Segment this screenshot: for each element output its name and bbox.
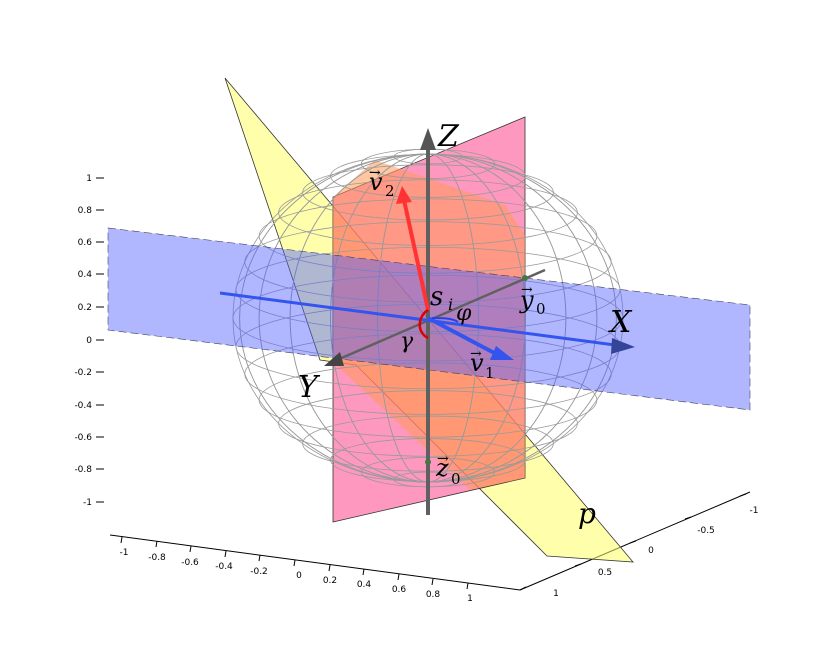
front-tick: 0.6	[392, 573, 407, 595]
front-tick-label: -0.2	[250, 567, 268, 577]
z0-marker	[425, 459, 431, 465]
x-axis	[219, 291, 635, 354]
svg-text:0: 0	[451, 470, 461, 488]
front-tick: 1	[466, 582, 473, 604]
vertical-tick: 0.4	[78, 270, 104, 280]
svg-text:y: y	[519, 286, 534, 314]
side-tick-label: 0	[648, 546, 654, 556]
front-tick-label: 0.6	[392, 585, 407, 595]
y-axis-label: Y	[298, 370, 321, 405]
vector-v2	[396, 186, 430, 311]
vertical-tick-label: 0.4	[78, 270, 93, 280]
front-tick: -0.8	[148, 540, 166, 563]
vertical-tick-label: -0.8	[74, 465, 92, 475]
vertical-axis: 1 0.8 0.6 0.4 0.2 0	[74, 174, 104, 508]
y-axis-line	[329, 268, 546, 365]
front-tick-label: -0.8	[148, 553, 166, 563]
front-tick-label: 0.8	[426, 590, 441, 600]
z-axis-arrowhead	[420, 128, 436, 150]
vertical-tick: 0	[86, 336, 104, 346]
vertical-tick: 0.2	[78, 303, 104, 313]
svg-text:1: 1	[485, 364, 495, 382]
y-axis-arrowhead	[324, 352, 344, 366]
svg-text:→: →	[437, 451, 449, 467]
si-label: s i	[430, 282, 453, 314]
vertical-tick: -0.2	[74, 368, 104, 378]
front-tick: 0.2	[323, 564, 337, 586]
vertical-tick: -1	[83, 498, 104, 508]
vertical-tick-label: 1	[86, 174, 92, 184]
front-tick-label: 1	[467, 594, 473, 604]
z0-label: z 0 →	[435, 451, 461, 488]
vector-v1	[427, 316, 514, 360]
side-tick: -0.5	[684, 516, 715, 536]
front-tick-label: -0.6	[181, 558, 199, 568]
vertical-tick-label: 0	[86, 336, 92, 346]
side-tick-label: -0.5	[697, 526, 715, 536]
side-floor-axis: -1 -0.5 0 0.5 1	[519, 491, 759, 599]
v2-label: v 2 →	[369, 165, 395, 200]
svg-text:→: →	[470, 346, 482, 362]
vertical-tick: 1	[86, 174, 104, 184]
svg-text:s: s	[430, 282, 443, 312]
front-floor-axis: -1 -0.8 -0.6 -0.4 -0.2 0	[109, 534, 521, 604]
front-tick: -1	[120, 536, 129, 558]
front-tick: -0.4	[215, 550, 233, 572]
x-axis-arrowhead	[611, 338, 635, 354]
svg-text:z: z	[435, 454, 449, 482]
z-axis-label: Z	[437, 119, 460, 154]
svg-text:0: 0	[536, 300, 546, 318]
vertical-tick: 0.6	[78, 238, 104, 248]
vertical-tick: -0.6	[74, 433, 104, 443]
side-tick: -1	[739, 493, 759, 516]
vertical-tick-label: -0.2	[74, 368, 92, 378]
phi-label: φ	[456, 301, 472, 326]
front-tick-label: 0.2	[323, 576, 337, 586]
y0-label: y 0 →	[519, 282, 546, 318]
svg-text:v: v	[470, 349, 484, 377]
svg-text:2: 2	[385, 182, 395, 200]
vertical-tick: -0.8	[74, 465, 104, 475]
front-tick: 0	[293, 559, 302, 581]
vertical-tick-label: -0.4	[74, 401, 92, 411]
v1-label: v 1 →	[470, 346, 495, 382]
side-tick: 0.5	[574, 563, 612, 578]
gamma-label: γ	[400, 329, 414, 354]
y0-marker	[522, 275, 528, 281]
vertical-tick: 0.8	[78, 206, 104, 216]
x-axis-line	[219, 291, 616, 347]
vertical-tick-label: 0.6	[78, 238, 93, 248]
side-tick: 1	[519, 586, 559, 599]
vertical-tick-label: -0.6	[74, 433, 92, 443]
plane-p-label: p	[578, 497, 596, 530]
svg-text:v: v	[369, 168, 383, 196]
phi-angle-arc	[431, 317, 459, 323]
front-tick-label: -0.4	[215, 562, 233, 572]
vertical-tick: -0.4	[74, 401, 104, 411]
front-tick: 0.4	[357, 568, 372, 590]
front-tick-label: 0	[296, 571, 302, 581]
front-tick: 0.8	[426, 578, 441, 600]
front-tick-label: 0.4	[357, 580, 372, 590]
vertical-tick-label: 0.2	[78, 303, 92, 313]
svg-text:i: i	[448, 295, 453, 314]
svg-text:→: →	[369, 165, 381, 181]
front-tick: -0.2	[250, 554, 268, 577]
side-tick-label: 0.5	[598, 568, 612, 578]
vertical-tick-label: 0.8	[78, 206, 93, 216]
x-axis-label: X	[608, 305, 633, 340]
svg-text:→: →	[521, 282, 533, 298]
coordinate-axes	[324, 128, 546, 515]
gamma-angle-arc	[418, 308, 429, 340]
side-tick-label: 1	[553, 589, 559, 599]
front-tick: -0.6	[181, 545, 199, 568]
vertical-tick-label: -1	[83, 498, 92, 508]
side-tick: 0	[629, 540, 654, 556]
side-tick-label: -1	[750, 506, 759, 516]
front-tick-label: -1	[120, 548, 129, 558]
